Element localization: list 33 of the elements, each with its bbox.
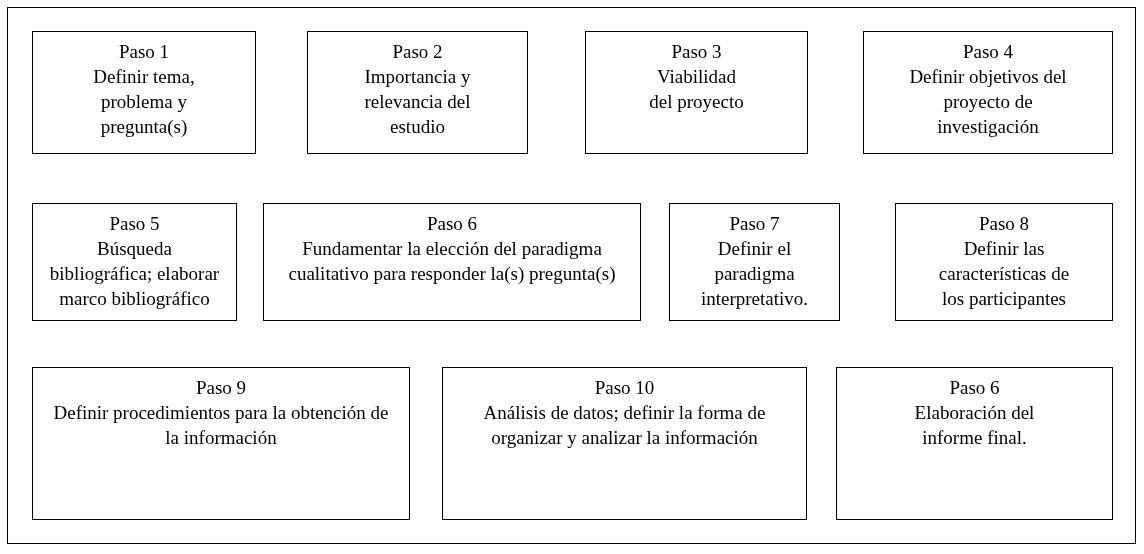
step-description: Análisis de datos; definir la forma de organizar y analizar la información xyxy=(482,401,767,450)
step-description: Importancia y relevancia del estudio xyxy=(363,65,472,139)
step-box xyxy=(442,367,807,520)
step-box xyxy=(307,31,528,154)
step-number: Paso 10 xyxy=(594,376,655,400)
step-number: Paso 6 xyxy=(426,212,478,236)
step-number: Paso 6 xyxy=(949,376,1000,400)
step-description: Viabilidad del proyecto xyxy=(648,65,745,114)
step-box xyxy=(836,367,1113,520)
step-box xyxy=(32,367,410,520)
step-box xyxy=(863,31,1113,154)
step-description: Definir tema, problema y pregunta(s) xyxy=(92,65,196,139)
step-description: Definir el paradigma interpretativo. xyxy=(699,237,810,311)
step-description: Definir procedimientos para la obtención de la información xyxy=(53,401,389,450)
step-number: Paso 1 xyxy=(118,40,170,64)
step-number: Paso 3 xyxy=(671,40,722,64)
step-box xyxy=(263,203,641,321)
step-box xyxy=(669,203,840,321)
step-number: Paso 8 xyxy=(978,212,1030,236)
step-number: Paso 2 xyxy=(392,40,443,64)
step-number: Paso 9 xyxy=(195,376,247,400)
step-number: Paso 5 xyxy=(109,212,160,236)
step-description: Fundamentar la elección del paradigma cualitativo para responder la(s) pregunta(s) xyxy=(287,237,617,286)
step-box xyxy=(895,203,1113,321)
step-description: Definir objetivos del proyecto de investigación xyxy=(908,65,1068,139)
step-number: Paso 7 xyxy=(729,212,780,236)
step-box xyxy=(32,31,256,154)
step-box xyxy=(585,31,808,154)
step-number: Paso 4 xyxy=(962,40,1014,64)
step-description: Búsqueda bibliográfica; elaborar marco bibliográfico xyxy=(48,237,221,311)
step-description: Elaboración del informe final. xyxy=(913,401,1036,450)
step-box xyxy=(32,203,237,321)
step-description: Definir las características de los participantes xyxy=(937,237,1071,311)
